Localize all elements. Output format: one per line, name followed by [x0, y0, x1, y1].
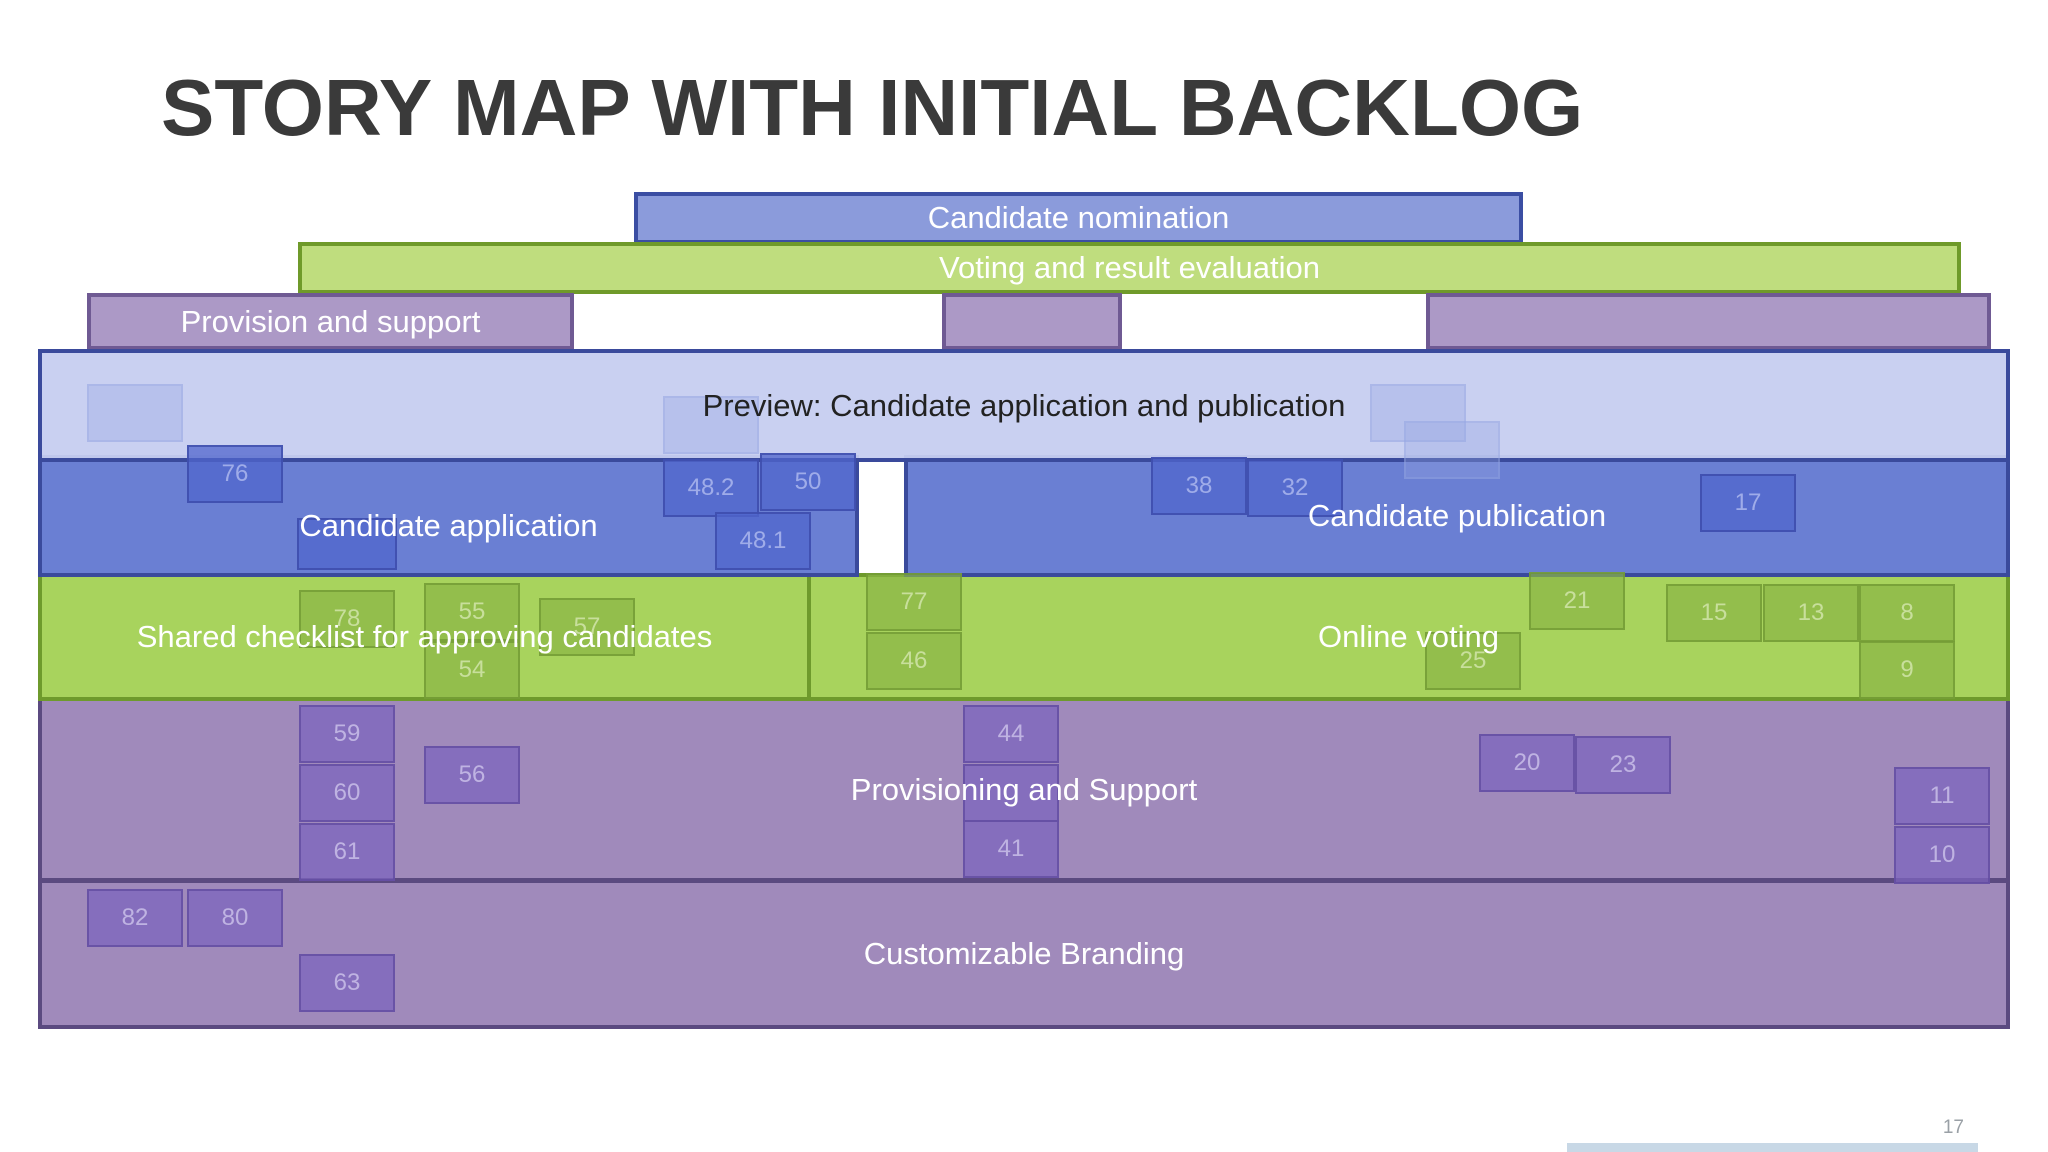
backlog-card[interactable]: 77: [866, 573, 962, 631]
backlog-card[interactable]: 60: [299, 764, 395, 822]
lane-label: Provisioning and Support: [850, 771, 1198, 807]
backlog-card[interactable]: 44: [963, 705, 1059, 763]
backlog-card[interactable]: 54: [424, 641, 520, 699]
backlog-card[interactable]: 55: [424, 583, 520, 641]
backlog-card[interactable]: [297, 518, 397, 570]
backlog-card[interactable]: 10: [1894, 826, 1990, 884]
backlog-card-faint: [87, 384, 183, 442]
backlog-card[interactable]: 21: [1529, 572, 1625, 630]
backlog-card-faint: [1370, 384, 1466, 442]
backlog-card[interactable]: 8: [1859, 584, 1955, 642]
backlog-card[interactable]: 15: [1666, 584, 1762, 642]
backlog-card[interactable]: 38: [1151, 457, 1247, 515]
lane-label: Online voting: [1318, 619, 1499, 654]
backlog-card[interactable]: [963, 764, 1059, 822]
backlog-card[interactable]: 48.2: [663, 459, 759, 517]
backlog-card[interactable]: 20: [1479, 734, 1575, 792]
backlog-card[interactable]: 48.1: [715, 512, 811, 570]
lane-preview: Preview: Candidate application and publi…: [38, 349, 2010, 462]
backlog-card[interactable]: 76: [187, 445, 283, 503]
epic-label: Candidate nomination: [927, 200, 1230, 235]
backlog-card[interactable]: 80: [187, 889, 283, 947]
page-title: STORY MAP WITH INITIAL BACKLOG: [161, 63, 1584, 152]
backlog-card[interactable]: 56: [424, 746, 520, 804]
backlog-card[interactable]: 57: [539, 598, 635, 656]
backlog-card[interactable]: 82: [87, 889, 183, 947]
epic-label: Voting and result evaluation: [939, 250, 1320, 285]
lane-candidate-publication: Candidate publication: [904, 455, 2010, 577]
backlog-card[interactable]: 41: [963, 820, 1059, 878]
backlog-card[interactable]: 61: [299, 823, 395, 881]
backlog-card[interactable]: 11: [1894, 767, 1990, 825]
backlog-card[interactable]: 9: [1859, 641, 1955, 699]
epic-purple-block-middle: [942, 293, 1122, 350]
epic-provision-and-support: Provision and support: [87, 293, 574, 350]
page-number: 17: [1942, 1117, 1964, 1138]
backlog-card[interactable]: 63: [299, 954, 395, 1012]
backlog-card[interactable]: 25: [1425, 632, 1521, 690]
backlog-card[interactable]: 32: [1247, 459, 1343, 517]
epic-candidate-nomination: Candidate nomination: [634, 192, 1523, 244]
backlog-card[interactable]: 59: [299, 705, 395, 763]
backlog-card[interactable]: 23: [1575, 736, 1671, 794]
lane-label: Candidate publication: [1307, 498, 1607, 533]
backlog-card[interactable]: 46: [866, 632, 962, 690]
backlog-card[interactable]: 17: [1700, 474, 1796, 532]
backlog-card[interactable]: 13: [1763, 584, 1859, 642]
lane-label: Preview: Candidate application and publi…: [702, 387, 1346, 423]
lane-label: Candidate application: [299, 508, 598, 543]
backlog-card-faint: [1404, 421, 1500, 479]
backlog-card[interactable]: 78: [299, 590, 395, 648]
epic-voting-and-result-evaluation: Voting and result evaluation: [298, 242, 1961, 294]
lane-label: Shared checklist for approving candidate…: [136, 619, 713, 654]
backlog-card[interactable]: 50: [760, 453, 856, 511]
epic-label: Provision and support: [180, 303, 481, 339]
epic-purple-block-right: [1426, 293, 1991, 350]
backlog-card-faint: [663, 396, 759, 454]
lane-label: Customizable Branding: [863, 936, 1185, 971]
footer-accent-bar: [1567, 1143, 1978, 1152]
